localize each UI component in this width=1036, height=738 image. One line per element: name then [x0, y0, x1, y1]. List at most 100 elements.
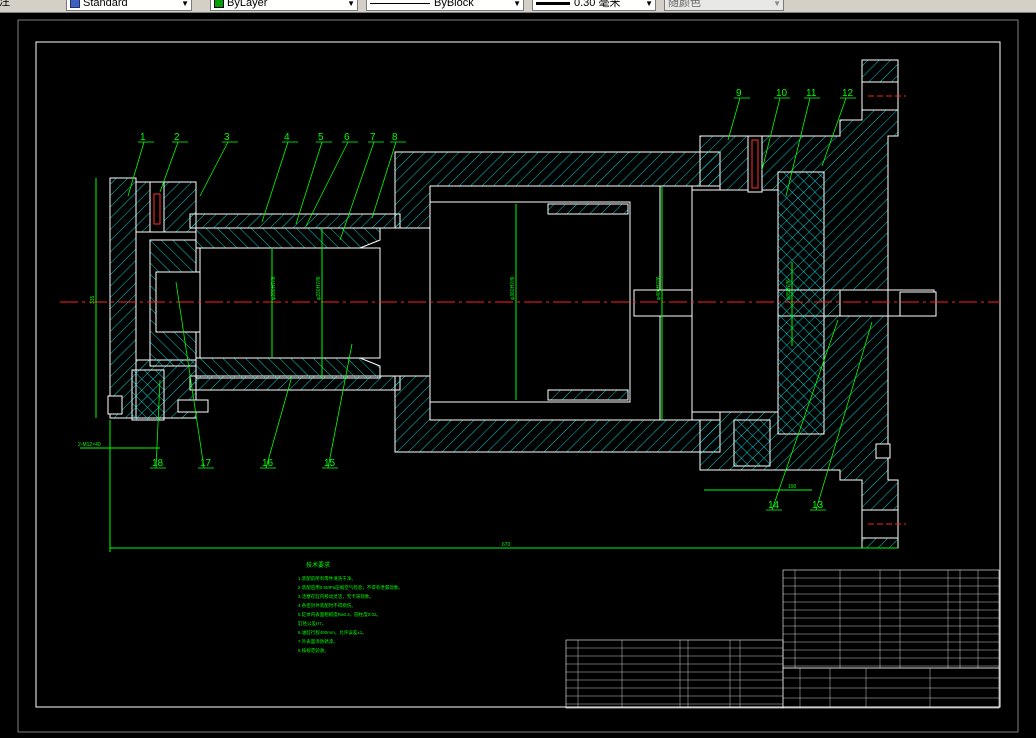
dim-d5: φ85H7/f6 — [786, 279, 792, 300]
linetype-value: ByBlock — [434, 0, 474, 9]
barrel-upper-thin — [189, 213, 401, 229]
callout-number-9: 9 — [736, 88, 742, 99]
lineweight-dropdown[interactable]: 0.30 毫米 ▼ — [532, 0, 656, 11]
callout-number-10: 10 — [776, 88, 788, 99]
plot-style-dropdown[interactable]: 随颜色 ▼ — [664, 0, 784, 11]
piston-seal-lower — [547, 389, 629, 401]
callout-leader-2 — [159, 141, 179, 193]
assembly-section-view: φ200H7/f6 φ230H7/f6 φ360H7/f6 φ400H7/f6 … — [60, 59, 1000, 552]
callout-number-4: 4 — [284, 132, 290, 143]
callout-number-6: 6 — [344, 132, 350, 143]
right-rod-bore — [839, 289, 889, 317]
paper-border — [17, 19, 1019, 733]
notes-line: 4.各密封件装配时不得损伤。 — [298, 602, 356, 609]
notes-line: 3.活塞在缸内移动灵活，无卡滞现象。 — [298, 593, 374, 600]
chevron-down-icon: ▼ — [645, 0, 653, 8]
callout-number-12: 12 — [842, 88, 854, 99]
notes-line: 2.装配后用0.5MPa压缩空气检验，不得有泄漏现象。 — [298, 584, 403, 591]
drawing-canvas[interactable]: φ200H7/f6 φ230H7/f6 φ360H7/f6 φ400H7/f6 … — [0, 13, 1036, 738]
right-bottom-bolt — [733, 419, 771, 467]
lineweight-preview — [536, 1, 570, 5]
chevron-down-icon: ▼ — [181, 0, 189, 8]
callout-leader-12 — [821, 97, 847, 167]
text-style-value: Standard — [83, 0, 128, 9]
callout-leader-14 — [771, 319, 839, 511]
lineweight-value: 0.30 毫米 — [574, 0, 621, 9]
callout-leader-13 — [815, 321, 873, 511]
callout-number-2: 2 — [174, 132, 180, 143]
dim-d3: φ360H7/f6 — [510, 276, 516, 300]
callout-leader-3 — [199, 141, 229, 197]
dim-bottom-left-text: 2-M12×40 — [78, 442, 101, 448]
plot-style-value: 随颜色 — [668, 0, 701, 9]
callout-leader-15 — [327, 343, 353, 469]
linetype-preview — [370, 2, 430, 4]
callout-leader-10 — [761, 97, 781, 171]
callout-leader-1 — [127, 141, 145, 197]
callout-leader-8 — [371, 141, 397, 219]
left-flange-upper — [135, 181, 197, 233]
sleeve-upper — [195, 227, 381, 249]
properties-toolbar: 注 Standard▼ ByLayer▼ ByBlock▼ 0.30 毫米▼ 随… — [0, 0, 1036, 13]
callout-number-7: 7 — [370, 132, 376, 143]
technical-notes: 技术要求 1.装配前所有零件清洗干净。 2.装配后用0.5MPa压缩空气检验，不得… — [298, 561, 403, 654]
notes-line: 5.缸体内表面粗糙度Ra0.4，圆柱度0.02。 — [298, 611, 381, 618]
notes-line: 缸径公差H7。 — [298, 620, 326, 626]
rod-end — [899, 291, 937, 317]
dim-left-height-text: 315 — [90, 295, 96, 304]
left-bolt — [131, 369, 165, 421]
notes-line: 1.装配前所有零件清洗干净。 — [298, 575, 356, 582]
callout-number-1: 1 — [140, 132, 146, 143]
bom-table-left — [565, 639, 784, 709]
toolbar-label: 注 — [0, 0, 56, 11]
callout-number-8: 8 — [392, 132, 398, 143]
callout-number-3: 3 — [224, 132, 230, 143]
notes-line: 8.按规范验收。 — [298, 647, 329, 654]
right-port-plug — [751, 139, 759, 189]
notes-line: 6.油缸行程400mm，允许误差±1。 — [298, 629, 367, 636]
left-screw — [177, 399, 209, 413]
bom-grid — [566, 570, 999, 708]
callout-number-18: 18 — [152, 458, 164, 469]
dim-d2: φ230H7/f6 — [316, 276, 322, 300]
notes-title: 技术要求 — [306, 561, 330, 569]
callout-leader-17 — [175, 281, 205, 469]
chevron-down-icon: ▼ — [347, 0, 355, 8]
right-cavity — [691, 189, 779, 413]
layer-value: ByLayer — [227, 0, 268, 9]
right-piston-cap — [777, 171, 825, 435]
layer-dropdown[interactable]: ByLayer ▼ — [210, 0, 358, 11]
text-style-icon — [70, 0, 80, 9]
left-port-plug — [153, 193, 161, 225]
callout-number-16: 16 — [262, 458, 274, 469]
callout-number-5: 5 — [318, 132, 324, 143]
title-block — [565, 569, 1000, 709]
dim-right-small-text: 190 — [788, 484, 797, 490]
chevron-down-icon: ▼ — [773, 0, 781, 8]
left-bolt-head — [107, 395, 123, 415]
dim-d4: φ400H7/f6 — [656, 276, 662, 300]
text-style-dropdown[interactable]: Standard ▼ — [66, 0, 192, 11]
callout-leader-18 — [155, 379, 161, 469]
callout-number-17: 17 — [200, 458, 212, 469]
toolbar-prefix-text: 注 — [0, 0, 10, 8]
notes-lines: 1.装配前所有零件清洗干净。 2.装配后用0.5MPa压缩空气检验，不得有泄漏现象… — [298, 575, 403, 654]
layer-color-swatch — [214, 0, 224, 9]
callout-leader-11 — [785, 97, 811, 197]
bom-table-right — [782, 569, 1000, 669]
callout-number-13: 13 — [812, 500, 824, 511]
callout-leader-9 — [727, 97, 741, 141]
sleeve-bore — [199, 247, 381, 359]
notes-line: 7.外表面涂防锈漆。 — [298, 638, 338, 645]
piston-seal-upper — [547, 203, 629, 215]
outer-frame — [35, 41, 1001, 708]
dim-total-length-text: 670 — [502, 542, 511, 548]
sleeve-lower — [195, 357, 381, 379]
callout-leader-7 — [339, 141, 375, 241]
linetype-dropdown[interactable]: ByBlock▼ — [366, 0, 524, 11]
callout-leader-4 — [261, 141, 289, 223]
callout-number-14: 14 — [768, 500, 780, 511]
callout-number-11: 11 — [806, 88, 817, 99]
right-small-screw — [875, 443, 891, 459]
